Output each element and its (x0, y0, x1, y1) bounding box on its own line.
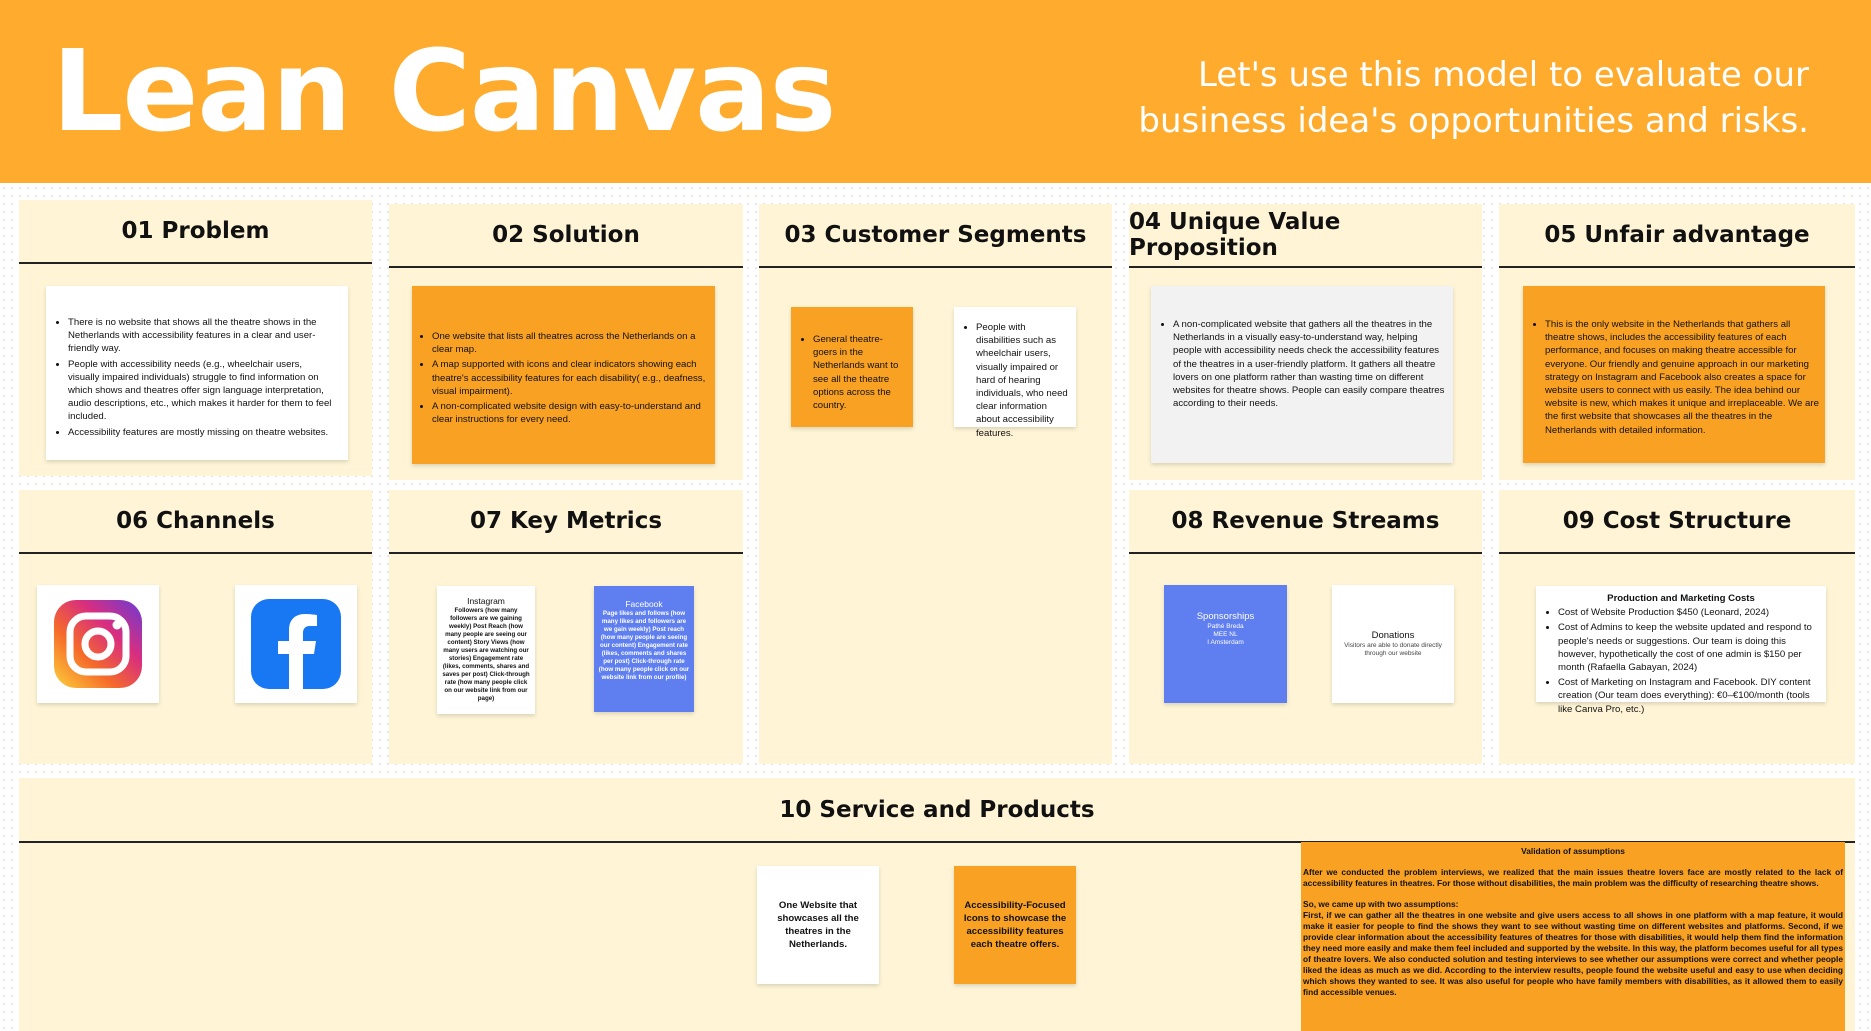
note-text: Accessibility-Focused Icons to showcase … (963, 900, 1067, 950)
list-item: Cost of Marketing on Instagram and Faceb… (1558, 676, 1818, 716)
note-text: One Website that showcases all the theat… (777, 900, 859, 950)
header-banner: Lean Canvas Let's use this model to eval… (0, 0, 1871, 183)
section-revenue-streams: 08 Revenue Streams Sponsorships Pathé Br… (1129, 490, 1482, 764)
list-item: People with accessibility needs (e.g., w… (68, 358, 336, 424)
sticky-note-customer-1[interactable]: General theatre-goers in the Netherlands… (791, 307, 913, 427)
validation-paragraph: So, we came up with two assumptions: (1303, 899, 1459, 909)
section-title: 08 Revenue Streams (1129, 490, 1482, 554)
list-item: There is no website that shows all the t… (68, 316, 336, 356)
sticky-note-instagram-metrics[interactable]: Instagram Followers (how many followers … (437, 586, 535, 714)
facebook-icon (251, 599, 341, 689)
validation-paragraph: After we conducted the problem interview… (1303, 867, 1843, 888)
section-service-products: 10 Service and Products One Website that… (19, 778, 1855, 1031)
section-key-metrics: 07 Key Metrics Instagram Followers (how … (389, 490, 743, 764)
section-title: 09 Cost Structure (1499, 490, 1855, 554)
list-item: General theatre-goers in the Netherlands… (813, 333, 905, 412)
sticky-note-uvp[interactable]: A non-complicated website that gathers a… (1151, 286, 1453, 463)
sticky-note-service-website[interactable]: One Website that showcases all the theat… (757, 866, 879, 984)
cost-list: Cost of Website Production $450 (Leonard… (1544, 606, 1818, 716)
section-unique-value-proposition: 04 Unique Value Proposition A non-compli… (1129, 204, 1482, 480)
sponsor-line: Pathé Breda (1207, 623, 1244, 630)
note-heading: Production and Marketing Costs (1607, 593, 1755, 604)
instagram-tile[interactable] (37, 585, 159, 703)
section-channels: 06 Channels (19, 490, 372, 764)
validation-assumptions-box[interactable]: Validation of assumptions After we condu… (1301, 842, 1845, 1031)
sticky-note-facebook-metrics[interactable]: Facebook Page likes and follows (how man… (594, 586, 694, 712)
section-title: 02 Solution (389, 204, 743, 268)
section-cost-structure: 09 Cost Structure Production and Marketi… (1499, 490, 1855, 764)
list-item: This is the only website in the Netherla… (1545, 318, 1819, 437)
list-item: Cost of Admins to keep the website updat… (1558, 621, 1818, 674)
sticky-note-donations[interactable]: Donations Visitors are able to donate di… (1332, 585, 1454, 703)
section-title: 07 Key Metrics (389, 490, 743, 554)
list-item: A map supported with icons and clear ind… (432, 358, 709, 398)
note-heading: Sponsorships (1196, 611, 1255, 622)
section-title: 04 Unique Value Proposition (1129, 204, 1482, 268)
sticky-note-cost[interactable]: Production and Marketing Costs Cost of W… (1536, 586, 1826, 715)
facebook-tile[interactable] (235, 585, 357, 703)
sticky-note-unfair-advantage[interactable]: This is the only website in the Netherla… (1523, 286, 1825, 463)
note-text: Followers (how many followers are we gai… (442, 607, 530, 702)
sponsor-line: I Amsterdam (1207, 639, 1244, 646)
validation-heading: Validation of assumptions (1521, 846, 1625, 856)
section-title: 01 Problem (19, 200, 372, 264)
sticky-note-problem[interactable]: There is no website that shows all the t… (46, 286, 348, 460)
solution-list: One website that lists all theatres acro… (418, 330, 709, 426)
list-item: One website that lists all theatres acro… (432, 330, 709, 356)
note-heading: Facebook (625, 599, 663, 609)
section-solution: 02 Solution One website that lists all t… (389, 204, 743, 480)
section-title: 10 Service and Products (19, 778, 1855, 843)
list-item: A non-complicated website design with ea… (432, 400, 709, 426)
section-title: 06 Channels (19, 490, 372, 554)
instagram-icon (54, 600, 142, 688)
sticky-note-customer-2[interactable]: People with disabilities such as wheelch… (954, 307, 1076, 439)
sticky-note-service-icons[interactable]: Accessibility-Focused Icons to showcase … (954, 866, 1076, 984)
sticky-note-solution[interactable]: One website that lists all theatres acro… (412, 286, 715, 464)
section-customer-segments: 03 Customer Segments General theatre-goe… (759, 204, 1112, 764)
list-item: A non-complicated website that gathers a… (1173, 318, 1445, 410)
validation-paragraph: First, if we can gather all the theatres… (1303, 910, 1843, 997)
section-title: 03 Customer Segments (759, 204, 1112, 268)
page-subtitle: Let's use this model to evaluate our bus… (1138, 55, 1809, 141)
sticky-note-sponsorships[interactable]: Sponsorships Pathé Breda MEE NL I Amster… (1164, 585, 1287, 703)
list-item: People with disabilities such as wheelch… (976, 321, 1068, 440)
section-problem: 01 Problem There is no website that show… (19, 200, 372, 476)
list-item: Accessibility features are mostly missin… (68, 426, 336, 439)
section-title: 05 Unfair advantage (1499, 204, 1855, 268)
section-unfair-advantage: 05 Unfair advantage This is the only web… (1499, 204, 1855, 480)
list-item: Cost of Website Production $450 (Leonard… (1558, 606, 1818, 619)
sponsor-line: MEE NL (1213, 631, 1238, 638)
note-heading: Instagram (467, 596, 505, 606)
note-text: Visitors are able to donate directly thr… (1344, 642, 1442, 657)
problem-list: There is no website that shows all the t… (54, 316, 336, 439)
note-heading: Donations (1371, 630, 1415, 641)
page-title: Lean Canvas (52, 27, 836, 157)
note-text: Page likes and follows (how many likes a… (598, 610, 690, 681)
